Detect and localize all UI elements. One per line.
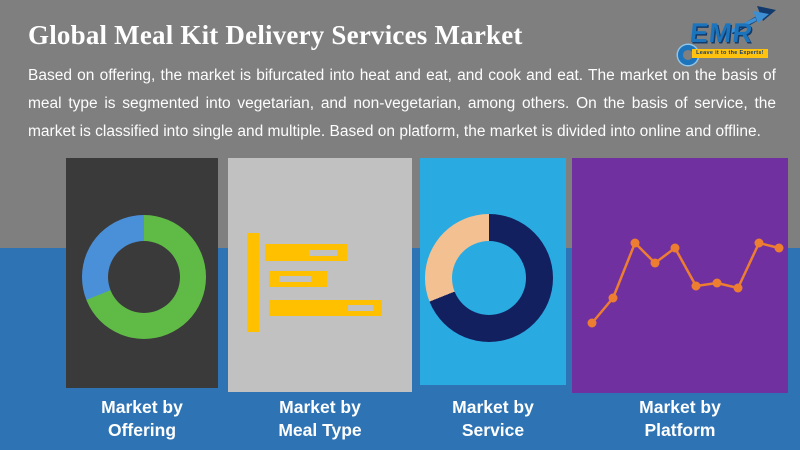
logo-tagline: Leave it to the Experts! [692,49,768,58]
logo-text: EMR [688,18,755,48]
donut-hole [452,241,526,315]
caption-line: Market by [279,397,361,417]
caption-line: Service [461,420,525,440]
donut-hole [108,241,180,313]
caption-line: Platform [644,420,716,440]
bar-chart-meal-type [228,158,412,392]
bar-label-cutout [348,305,373,311]
caption-market-by-offering: Market by Offering [62,396,222,442]
caption-line: Market by [101,397,183,417]
market-description: Based on offering, the market is bifurca… [28,67,776,140]
panel-market-by-service [420,158,566,385]
bar-label-cutout [279,276,311,282]
logo-growth-arrow-icon [730,6,776,34]
bar-3 [269,300,382,316]
donut-chart-offering [82,215,206,339]
panel-market-by-offering [66,158,218,388]
caption-line: Market by [639,397,721,417]
bar-chart-axis [247,233,259,332]
caption-market-by-meal-type: Market by Meal Type [240,396,400,442]
bar-2 [269,271,327,287]
panel-market-by-meal-type [228,158,412,392]
caption-line: Meal Type [278,420,362,440]
bar-1 [265,244,347,261]
caption-market-by-platform: Market by Platform [600,396,760,442]
donut-chart-service [425,214,553,342]
page-title: Global Meal Kit Delivery Services Market [28,20,523,50]
panel-market-by-platform [572,158,788,393]
emr-logo: EMR Leave it to the Experts! [676,6,792,68]
caption-line: Offering [107,420,177,440]
caption-market-by-service: Market by Service [413,396,573,442]
caption-line: Market by [452,397,534,417]
bar-label-cutout [309,250,337,256]
line-chart-platform [587,238,784,328]
